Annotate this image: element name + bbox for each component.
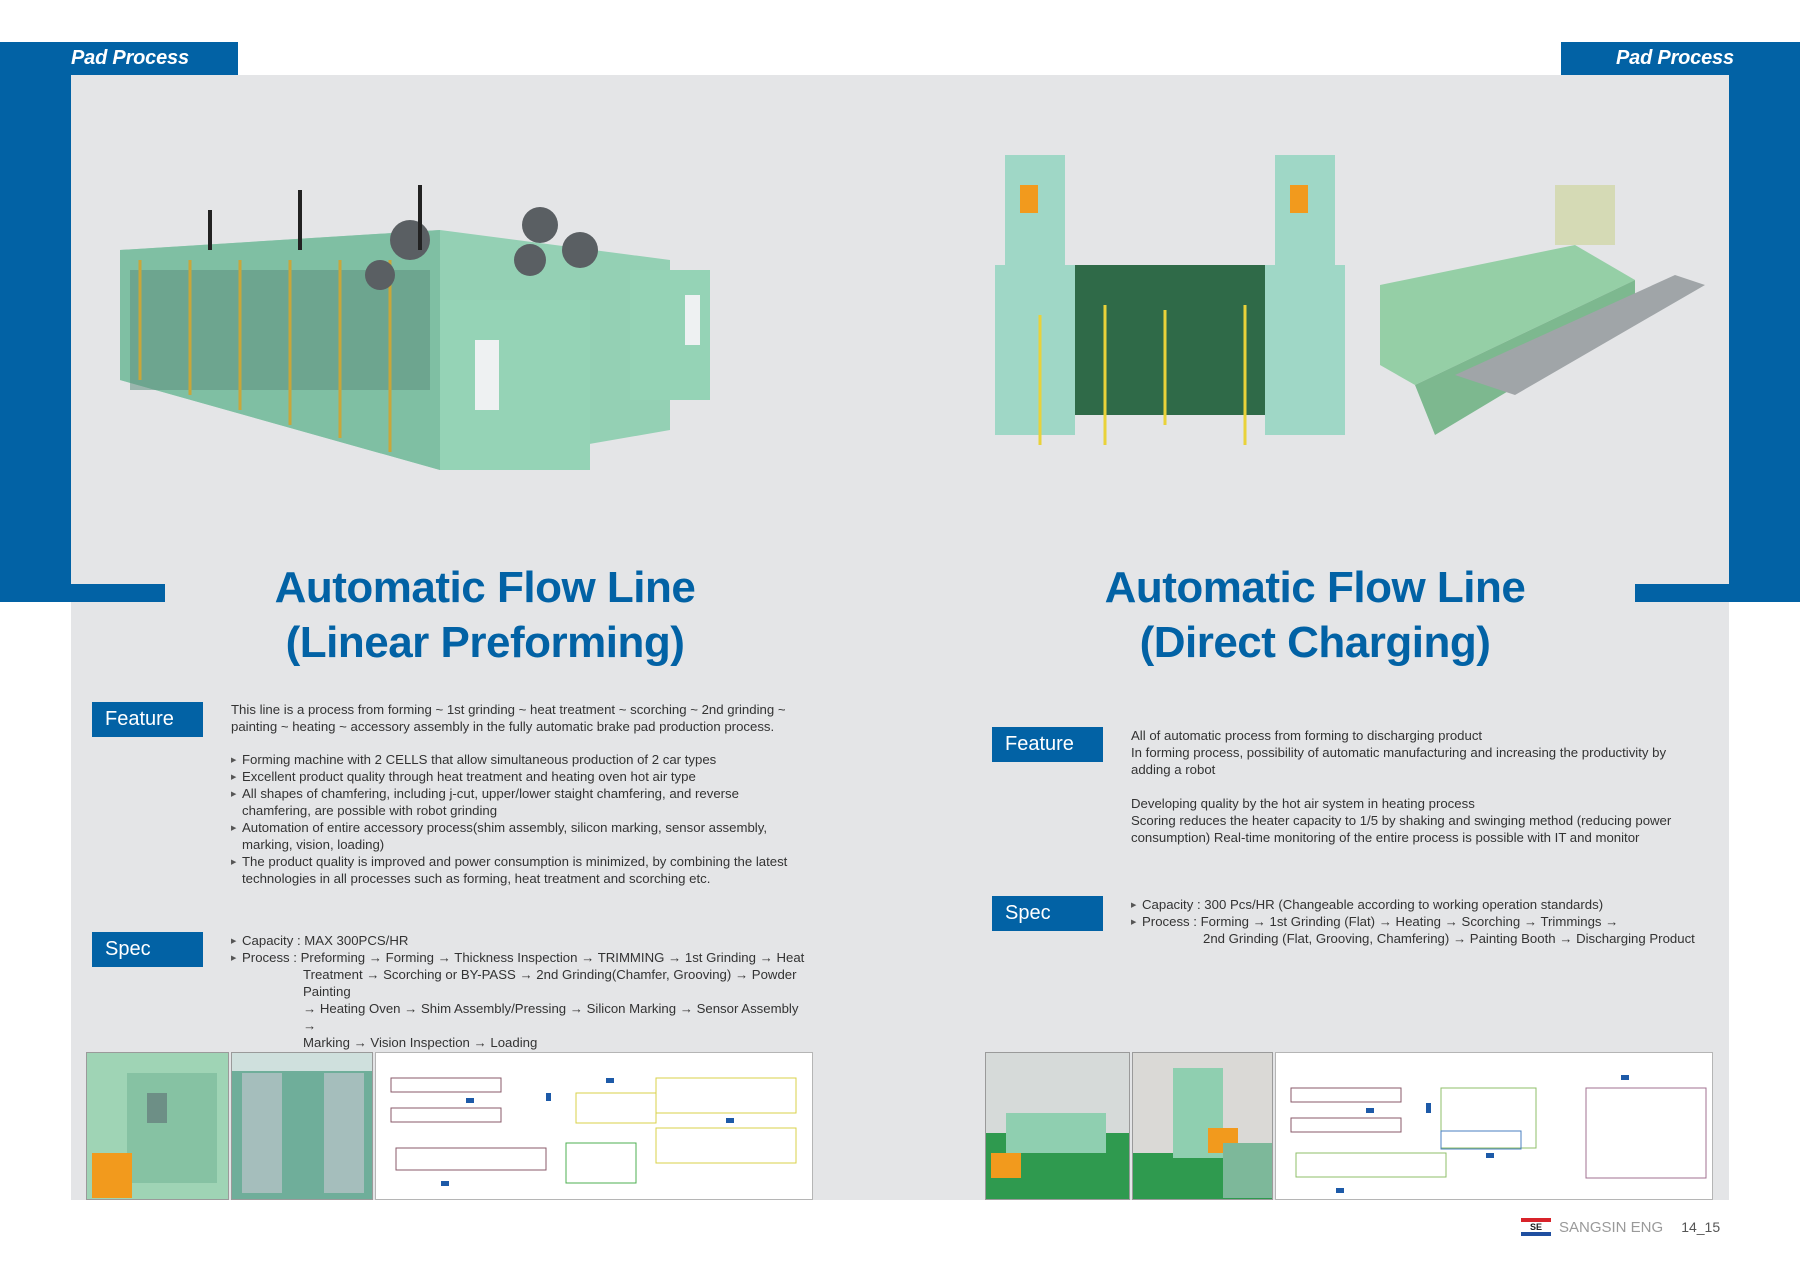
left-section-tab xyxy=(0,42,238,75)
feature-bullet: Automation of entire accessory process(s… xyxy=(231,819,801,853)
right-feature-label: Feature xyxy=(992,727,1103,762)
left-blue-sidebar xyxy=(0,42,71,602)
feature-line: Scoring reduces the heater capacity to 1… xyxy=(1131,813,1672,828)
feature-intro-line: This line is a process from forming ~ 1s… xyxy=(231,702,786,717)
right-feature-text: All of automatic process from forming to… xyxy=(1131,727,1701,846)
feature-line: All of automatic process from forming to… xyxy=(1131,728,1483,743)
right-title-line2: (Direct Charging) xyxy=(1139,618,1491,667)
page-footer: SE SANGSIN ENG 14_15 xyxy=(1521,1218,1720,1236)
spec-process: Process : Forming → 1st Grinding (Flat) … xyxy=(1131,913,1711,931)
left-feature-text: This line is a process from forming ~ 1s… xyxy=(231,701,801,887)
left-blue-accent-bar xyxy=(71,584,165,602)
left-title-line1: Automatic Flow Line xyxy=(274,563,696,612)
left-feature-label: Feature xyxy=(92,702,203,737)
direct-charging-machine-photo xyxy=(995,145,1705,455)
feature-intro-line: painting ~ heating ~ accessory assembly … xyxy=(231,719,775,734)
right-spec-label: Spec xyxy=(992,896,1103,931)
feature-line: Developing quality by the hot air system… xyxy=(1131,796,1475,811)
left-title-line2: (Linear Preforming) xyxy=(285,618,685,667)
right-page-title: Automatic Flow Line (Direct Charging) xyxy=(1010,560,1620,670)
press-machine-photo xyxy=(1132,1052,1273,1200)
right-blue-sidebar xyxy=(1729,42,1800,602)
left-page-title: Automatic Flow Line (Linear Preforming) xyxy=(180,560,790,670)
spec-capacity: Capacity : 300 Pcs/HR (Changeable accord… xyxy=(1131,896,1711,914)
feature-bullet: All shapes of chamfering, including j-cu… xyxy=(231,785,801,819)
left-spec-text: Capacity : MAX 300PCS/HR Process : Prefo… xyxy=(231,932,811,1051)
right-blue-accent-bar xyxy=(1635,584,1729,602)
feature-bullet: Forming machine with 2 CELLS that allow … xyxy=(231,751,801,769)
spec-process: Process : Preforming → Forming → Thickne… xyxy=(231,949,811,967)
factory-aisle-photo xyxy=(231,1052,373,1200)
page-numbers: 14_15 xyxy=(1681,1219,1721,1235)
line-layout-drawing xyxy=(375,1052,813,1200)
spec-process-cont: → Heating Oven → Shim Assembly/Pressing … xyxy=(303,1001,799,1033)
feature-bullet: The product quality is improved and powe… xyxy=(231,853,801,887)
machine-closeup-photo xyxy=(86,1052,229,1200)
feature-line: adding a robot xyxy=(1131,762,1216,777)
feature-bullet-list: Forming machine with 2 CELLS that allow … xyxy=(231,751,801,887)
right-section-tab xyxy=(1561,42,1800,75)
right-spec-text: Capacity : 300 Pcs/HR (Changeable accord… xyxy=(1131,896,1711,947)
right-title-line1: Automatic Flow Line xyxy=(1104,563,1526,612)
left-spec-label: Spec xyxy=(92,932,203,967)
linear-preforming-machine-photo xyxy=(110,180,790,480)
line-layout-drawing xyxy=(1275,1052,1713,1200)
feature-bullet: Excellent product quality through heat t… xyxy=(231,768,801,786)
feature-line: consumption) Real-time monitoring of the… xyxy=(1131,830,1640,845)
spec-capacity: Capacity : MAX 300PCS/HR xyxy=(231,932,811,950)
production-line-photo xyxy=(985,1052,1130,1200)
brand-name: SANGSIN ENG xyxy=(1559,1218,1664,1236)
logo-text: SE xyxy=(1529,1222,1542,1232)
section-label-left: Pad Process xyxy=(71,47,189,69)
section-label-right: Pad Process xyxy=(1616,47,1734,69)
spec-process-cont: Marking → Vision Inspection → Loading xyxy=(303,1035,538,1050)
feature-line: In forming process, possibility of autom… xyxy=(1131,745,1667,760)
spec-process-cont: Treatment → Scorching or BY-PASS → 2nd G… xyxy=(303,967,797,999)
sangsin-logo-icon: SE xyxy=(1521,1218,1551,1236)
spec-process-cont: 2nd Grinding (Flat, Grooving, Chamfering… xyxy=(1203,931,1695,946)
